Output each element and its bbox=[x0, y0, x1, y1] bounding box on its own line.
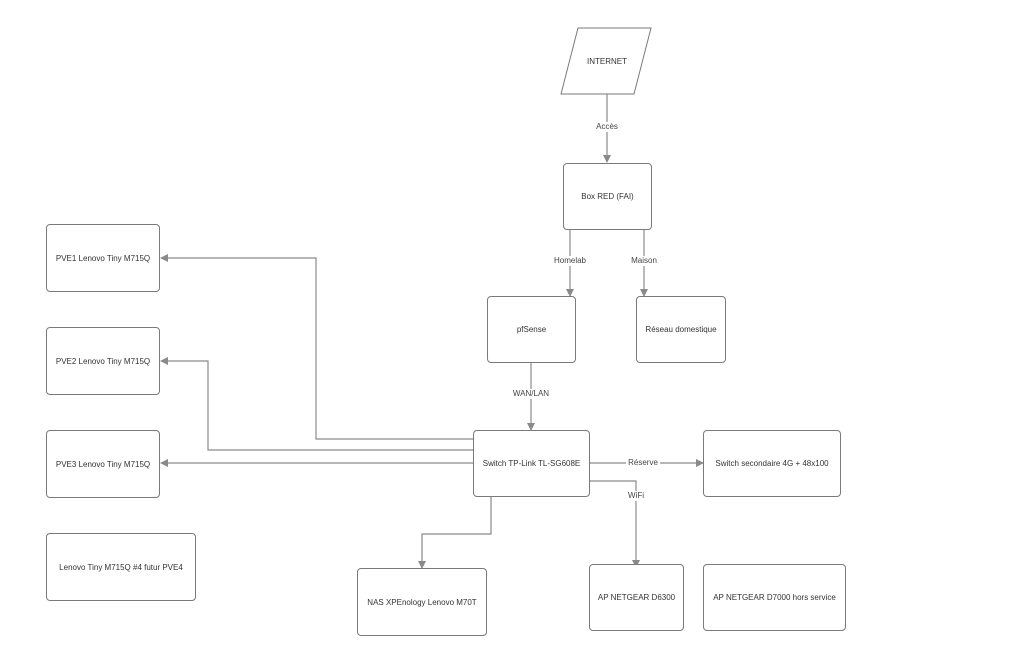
switch-tplink-label: Switch TP-Link TL-SG608E bbox=[482, 459, 581, 468]
nas-node: NAS XPEnology Lenovo M70T bbox=[357, 568, 487, 636]
edge-label-wifi: WiFi bbox=[626, 491, 646, 501]
pfsense-label: pfSense bbox=[516, 325, 547, 334]
switch-secondaire-node: Switch secondaire 4G + 48x100 bbox=[703, 430, 841, 497]
box-red-label: Box RED (FAI) bbox=[581, 192, 634, 201]
edge-switch-nas bbox=[418, 497, 492, 569]
pve4-label: Lenovo Tiny M715Q #4 futur PVE4 bbox=[59, 562, 183, 572]
edge-label-reserve: Réserve bbox=[626, 458, 660, 468]
ap-netgear-d6300-label: AP NETGEAR D6300 bbox=[597, 593, 676, 602]
pve1-label: PVE1 Lenovo Tiny M715Q bbox=[55, 253, 151, 263]
internet-node: INTERNET bbox=[560, 28, 654, 94]
ap-netgear-d6300-node: AP NETGEAR D6300 bbox=[589, 564, 684, 631]
pve2-node: PVE2 Lenovo Tiny M715Q bbox=[46, 327, 160, 395]
reseau-domestique-node: Réseau domestique bbox=[636, 296, 726, 363]
edge-switch-pve2 bbox=[160, 357, 474, 451]
switch-secondaire-label: Switch secondaire 4G + 48x100 bbox=[715, 459, 829, 468]
ap-netgear-d7000-node: AP NETGEAR D7000 hors service bbox=[703, 564, 846, 631]
nas-label: NAS XPEnology Lenovo M70T bbox=[367, 597, 477, 607]
edge-label-maison: Maison bbox=[629, 256, 659, 266]
edge-label-homelab: Homelab bbox=[551, 256, 589, 266]
box-red-node: Box RED (FAI) bbox=[563, 163, 652, 230]
internet-label: INTERNET bbox=[587, 56, 627, 66]
pve3-label: PVE3 Lenovo Tiny M715Q bbox=[55, 459, 151, 469]
edge-label-acces: Accès bbox=[594, 122, 620, 132]
internet-shape bbox=[560, 27, 652, 95]
pve4-node: Lenovo Tiny M715Q #4 futur PVE4 bbox=[46, 533, 196, 601]
edge-switch-ap1 bbox=[589, 480, 640, 568]
pve1-node: PVE1 Lenovo Tiny M715Q bbox=[46, 224, 160, 292]
ap-netgear-d7000-label: AP NETGEAR D7000 hors service bbox=[713, 593, 836, 602]
switch-tplink-node: Switch TP-Link TL-SG608E bbox=[473, 430, 590, 497]
edge-switch-pve1 bbox=[160, 254, 474, 440]
pve3-node: PVE3 Lenovo Tiny M715Q bbox=[46, 430, 160, 498]
pve2-label: PVE2 Lenovo Tiny M715Q bbox=[55, 356, 151, 366]
edge-label-wanlan: WAN/LAN bbox=[510, 389, 552, 399]
pfsense-node: pfSense bbox=[487, 296, 576, 363]
reseau-domestique-label: Réseau domestique bbox=[645, 325, 717, 334]
